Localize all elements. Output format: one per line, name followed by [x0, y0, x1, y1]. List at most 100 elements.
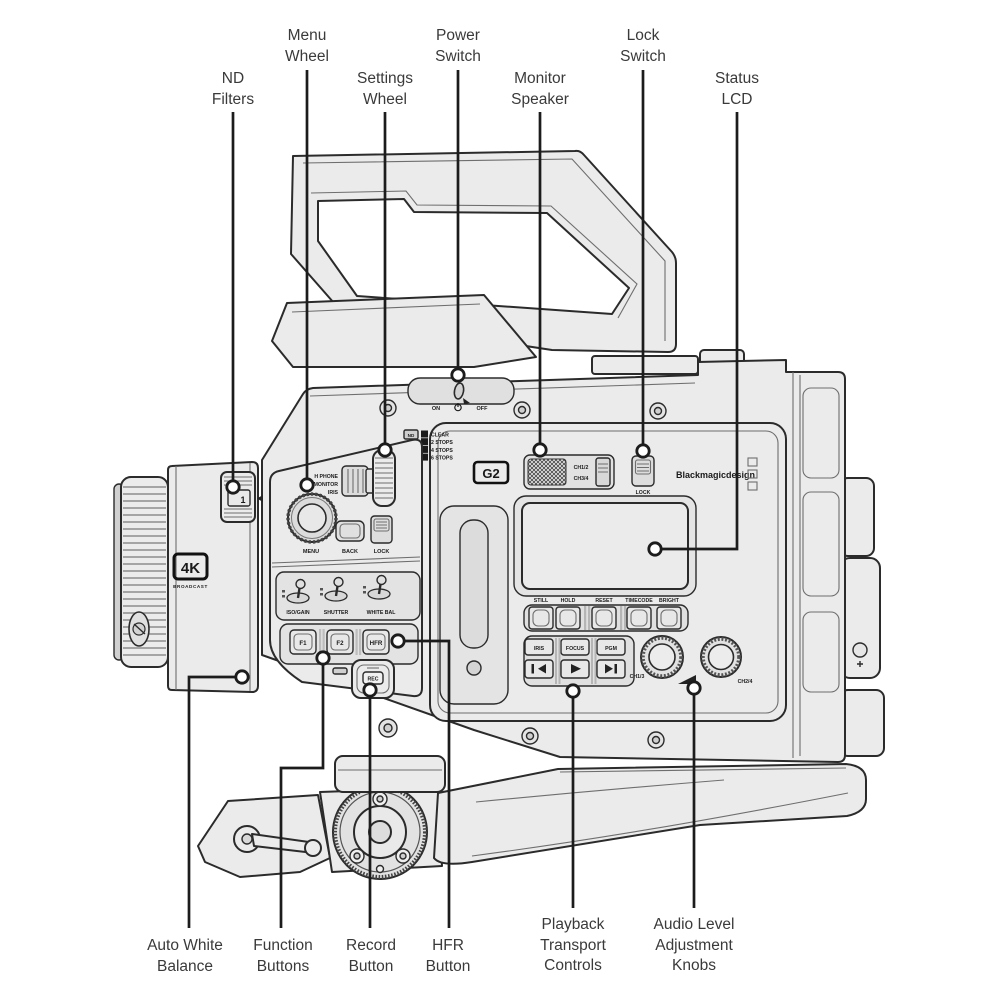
svg-text:IRIS: IRIS	[534, 646, 545, 652]
nd-filter-legend: ND 1 CLEAR 2 2 STOPS 3 4 STOPS 4 6 STOPS	[403, 429, 453, 462]
rod-mount-block	[334, 755, 446, 793]
lcd-key-labels: STILL HOLD RESET TIMECODE BRIGHT	[534, 598, 680, 604]
nd-legend-num-1: 1	[423, 432, 426, 437]
callout-label-menu-wheel: Menu Wheel	[285, 27, 329, 65]
monitor-label: MONITOR	[314, 482, 339, 488]
power-switch: ON OFF	[407, 377, 515, 412]
nd-dial-pointer	[257, 495, 263, 502]
bright-label: BRIGHT	[659, 598, 680, 604]
svg-text:FOCUS: FOCUS	[566, 646, 585, 652]
shutter-toggle	[320, 576, 348, 602]
callout-dot-lock-switch	[635, 443, 651, 459]
lens-badge: 4K BROADCAST	[172, 552, 209, 589]
nd-legend-row-1: CLEAR	[431, 433, 449, 439]
rosette-mount	[332, 784, 428, 880]
playback-transport-controls: IRIS FOCUS PGM	[523, 635, 635, 687]
callout-dot-playback-transport	[565, 683, 581, 699]
power-icon	[454, 403, 462, 412]
callout-dot-nd-filters	[225, 479, 241, 495]
nd-legend-row-4: 6 STOPS	[431, 456, 453, 462]
menu-wheel-label: MENU	[303, 549, 319, 555]
audio-level-knobs: CH1/3 CH2/4	[630, 635, 753, 685]
skip-forward-button	[596, 659, 626, 679]
callout-dot-record-button	[362, 682, 378, 698]
callout-label-settings-wheel: Settings Wheel	[356, 70, 414, 108]
nd-legend-num-2: 2	[423, 440, 426, 445]
back-button-label: BACK	[342, 549, 358, 555]
nd-legend-title: ND	[408, 433, 415, 438]
monitor-knob-labels: H PHONE MONITOR IRIS	[314, 474, 339, 496]
callout-lines	[187, 70, 739, 928]
function-buttons: F1 F2 HFR	[279, 623, 419, 665]
callout-dot-status-lcd	[647, 541, 663, 557]
svg-text:F2: F2	[336, 640, 344, 647]
callout-line-hfr-button	[404, 639, 451, 928]
top-lock-switch: LOCK	[631, 455, 655, 496]
play-icon	[571, 664, 581, 674]
iris-button: IRIS	[524, 638, 554, 656]
monitor-speaker: CH1/2 CH3/4	[523, 454, 615, 490]
white-bal-toggle	[363, 574, 391, 600]
hold-button	[555, 606, 581, 630]
record-button: REC	[351, 659, 395, 699]
shutter-label: SHUTTER	[324, 610, 349, 616]
callout-dot-hfr-button	[390, 633, 406, 649]
f1-button: F1	[289, 629, 317, 655]
nd-legend-row-3: 4 STOPS	[431, 448, 453, 454]
base-rail-and-pad	[433, 763, 867, 865]
status-lcd	[513, 495, 697, 597]
callout-label-status-lcd: Status LCD	[715, 70, 759, 108]
forward-control-panel: H PHONE MONITOR IRIS	[269, 438, 423, 699]
panel-lock-switch	[370, 515, 393, 544]
callout-dot-menu-wheel	[299, 477, 315, 493]
audio-knob-ch1-3	[640, 635, 684, 679]
skip-back-icon	[531, 664, 546, 674]
iso-gain-label: ISO/GAIN	[286, 610, 310, 616]
white-bal-label: WHITE BAL	[367, 610, 397, 616]
callout-label-nd-filters: ND Filters	[211, 70, 255, 108]
skip-back-button	[524, 659, 554, 679]
callout-label-record-button: Record Button	[346, 937, 396, 975]
audio-ch24-label: CH2/4	[738, 679, 753, 685]
callout-dot-monitor-speaker	[532, 442, 548, 458]
callout-dot-settings-wheel	[377, 442, 393, 458]
callout-label-lock-switch: Lock Switch	[620, 27, 666, 65]
nd-legend-num-4: 4	[423, 455, 426, 460]
record-button-label: REC	[368, 677, 379, 683]
lens-badge-text: 4K	[181, 560, 200, 577]
nd-legend-num-3: 3	[423, 448, 426, 453]
reset-label: RESET	[595, 598, 613, 604]
back-button	[335, 520, 365, 542]
speaker-grille	[527, 458, 567, 486]
svg-text:HFR: HFR	[370, 640, 383, 647]
iso-gain-toggle	[282, 578, 310, 604]
connector-recess	[439, 505, 509, 705]
power-off-label: OFF	[477, 406, 489, 412]
callout-dot-function-buttons	[315, 650, 331, 666]
timecode-label: TIMECODE	[625, 598, 653, 604]
model-badge: G2	[472, 460, 510, 485]
svg-text:PGM: PGM	[605, 646, 617, 652]
lens-badge-sub: BROADCAST	[173, 584, 208, 589]
handle-front-wedge	[271, 294, 537, 368]
lcd-keys	[523, 604, 689, 632]
lens-assembly: 4K BROADCAST 1	[113, 461, 263, 693]
shoulder-mount-base	[197, 755, 867, 880]
iris-label: IRIS	[328, 490, 339, 496]
setting-toggles: ISO/GAIN SHUTTER WHITE BAL	[275, 571, 421, 621]
audio-knob-ch2-4	[700, 636, 742, 678]
rear-panel-bumps	[839, 477, 885, 757]
lens-lever	[128, 611, 150, 647]
callout-dot-power-switch	[450, 367, 466, 383]
hphone-label: H PHONE	[314, 474, 338, 480]
callout-label-function-buttons: Function Buttons	[253, 937, 313, 975]
speaker-ch12-label: CH1/2	[574, 465, 589, 471]
callout-label-audio-knobs: Audio Level Adjustment Knobs	[653, 916, 735, 974]
hfr-button: HFR	[362, 629, 390, 655]
bright-button	[656, 606, 682, 630]
callout-dot-audio-knobs	[686, 680, 702, 696]
audio-ch13-label: CH1/3	[630, 674, 645, 680]
still-button	[528, 606, 554, 630]
